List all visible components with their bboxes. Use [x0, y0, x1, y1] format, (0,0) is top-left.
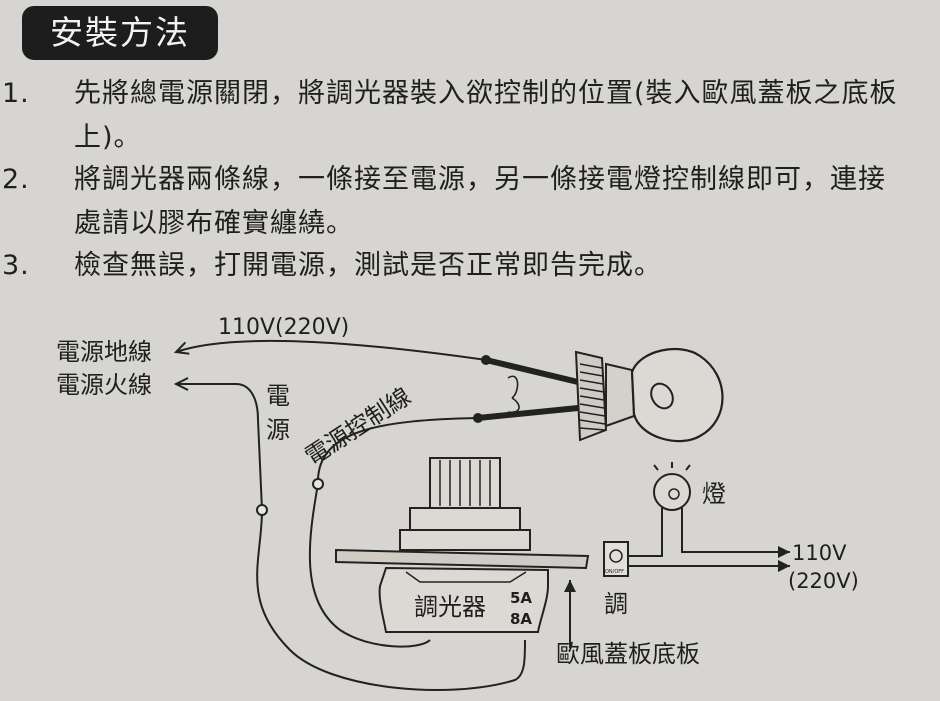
step-number: 3.: [2, 250, 30, 281]
section-title: 安裝方法: [22, 6, 218, 60]
instruction-step-2: 2. 將調光器兩條線，一條接至電源，另一條接電燈控制線即可，連接處請以膠布確實纏繞…: [2, 158, 898, 246]
voltage-top-label: 110V(220V): [218, 315, 349, 340]
lamp-rays: [653, 462, 691, 471]
rating-8a: 8A: [510, 610, 532, 628]
live-wire-node: [256, 504, 268, 516]
step-number: 1.: [2, 78, 30, 109]
voltage-right-1: 110V: [792, 541, 847, 565]
dimmer-label: 調光器: [414, 593, 486, 621]
lamp-lead-top: [485, 357, 579, 385]
control-wire-label: 電源控制線: [300, 382, 416, 471]
instruction-step-1: 1. 先將總電源關閉，將調光器裝入欲控制的位置(裝入歐風蓋板之底板上)。: [2, 72, 898, 160]
step-text: 檢查無誤，打開電源，測試是否正常即告完成。: [74, 250, 662, 281]
dim-label: 調: [604, 590, 628, 618]
socket-ridges: [579, 363, 606, 431]
dimmer-body-bevel: [405, 571, 527, 583]
lamp-lead-bottom: [477, 405, 579, 421]
dimmer-wire-line: [308, 483, 431, 648]
lamp-label: 燈: [702, 480, 726, 508]
bulb-filament: [650, 382, 674, 410]
plate-label: 歐風蓋板底板: [556, 640, 700, 668]
lamp-symbol-icon: [653, 473, 691, 511]
lamp-circuit-right-top: [681, 508, 790, 558]
knob-grip: [439, 460, 491, 506]
ground-wire-line: [176, 339, 487, 361]
lamp-socket: [574, 350, 608, 442]
control-wire-line: [316, 417, 479, 485]
instruction-step-3: 3. 檢查無誤，打開電源，測試是否正常即告完成。: [2, 244, 898, 288]
lamp-base: [605, 362, 636, 428]
step-text: 將調光器兩條線，一條接至電源，另一條接電燈控制線即可，連接處請以膠布確實纏繞。: [74, 164, 886, 239]
dimmer-switch-box: [603, 541, 629, 577]
lamp-symbol-core: [668, 488, 680, 500]
rating-5a: 5A: [510, 589, 532, 607]
switch-knob-icon: [609, 549, 623, 563]
switch-text: ON/OFF: [605, 569, 624, 575]
cover-base-plate: [335, 548, 590, 570]
light-bulb-icon: [630, 348, 724, 443]
control-wire-node: [312, 478, 324, 490]
live-wire-label: 電源火線: [56, 371, 152, 399]
ground-wire-label: 電源地線: [56, 338, 152, 366]
power-label-1: 電: [266, 382, 290, 410]
voltage-right-2: (220V): [788, 569, 859, 593]
step-number: 2.: [2, 164, 30, 195]
dimmer-body: [378, 566, 549, 633]
power-label-2: 源: [266, 416, 290, 444]
live-wire-line: [176, 384, 526, 691]
dimmer-collar: [399, 529, 531, 551]
step-text: 先將總電源關閉，將調光器裝入欲控制的位置(裝入歐風蓋板之底板上)。: [74, 78, 898, 153]
dimmer-shaft: [409, 507, 521, 531]
wire-twist: [507, 375, 520, 414]
